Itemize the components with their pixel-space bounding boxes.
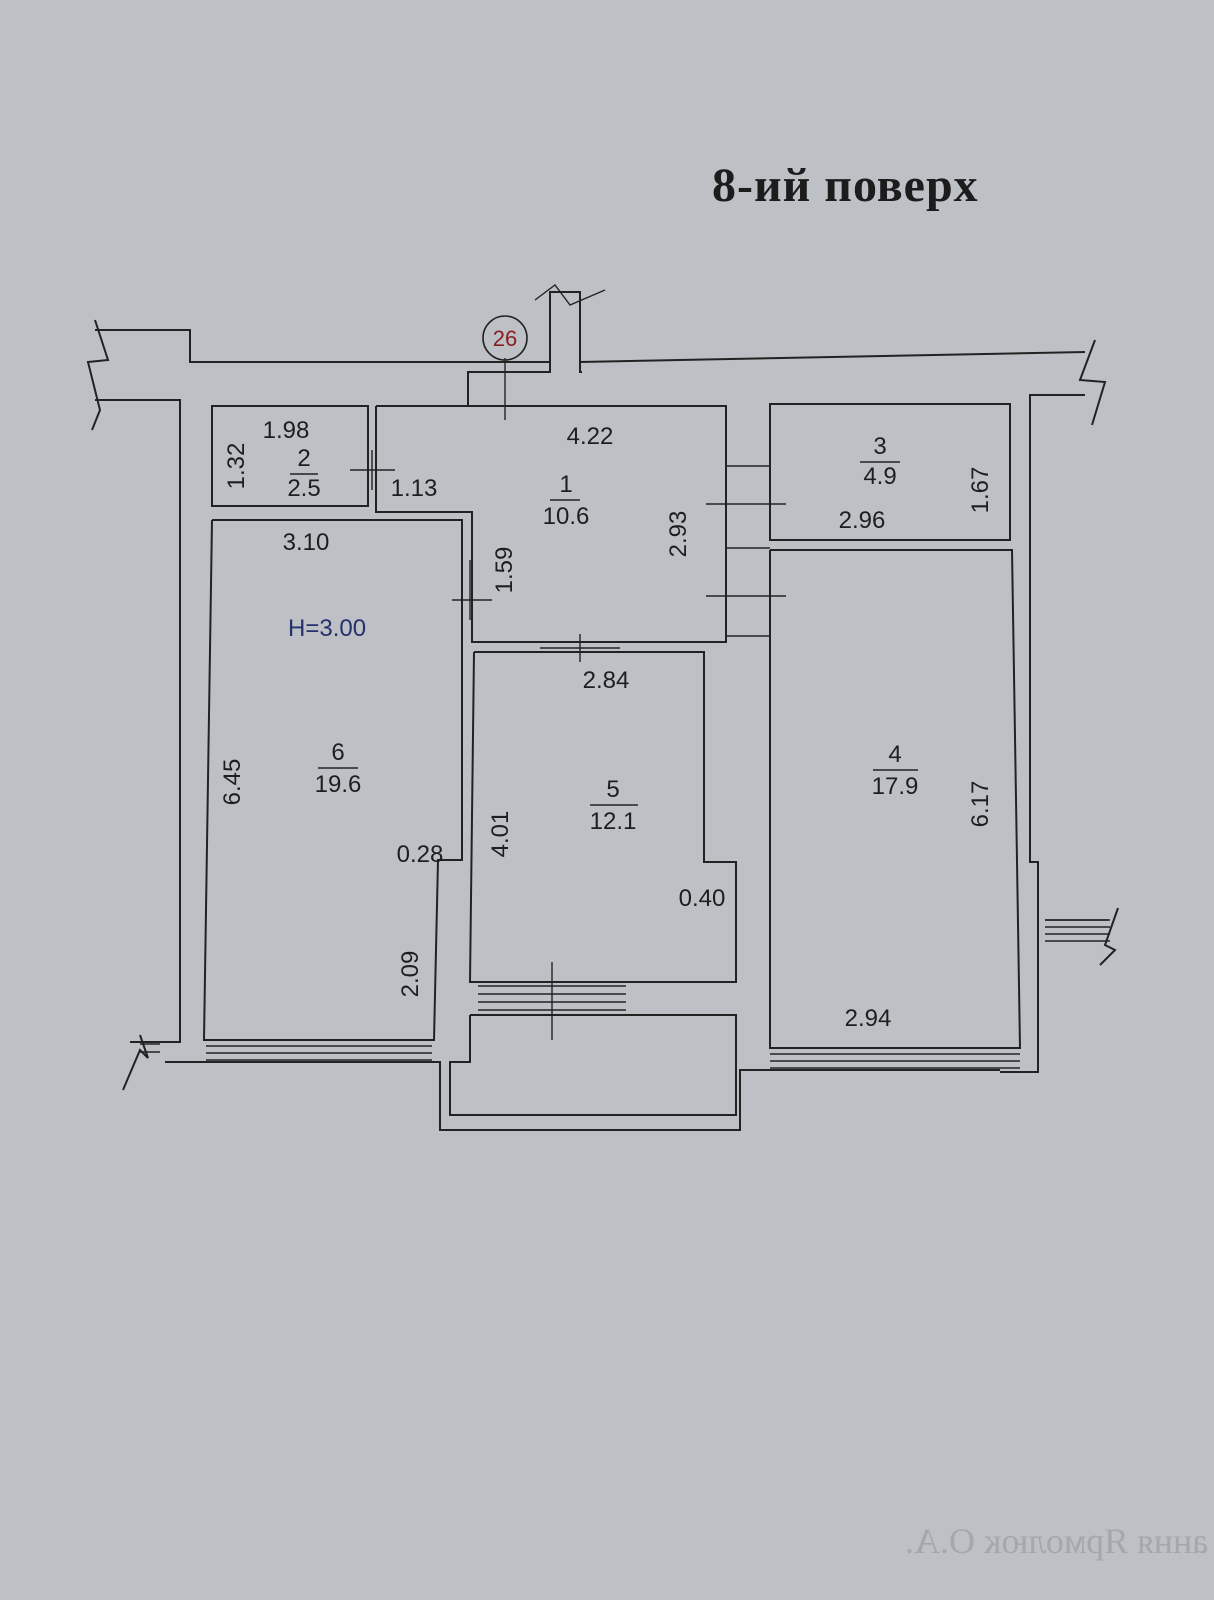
doors	[350, 450, 786, 662]
dim-room6-width: 3.10	[283, 529, 330, 556]
room-4-outline	[769, 549, 1022, 1049]
room-6-area: 19.6	[315, 771, 362, 798]
room-2-outline	[211, 405, 369, 507]
bottom-wall-outer	[165, 1061, 1000, 1131]
dim-room2-width: 1.98	[263, 417, 310, 444]
right-wall-outer	[1000, 394, 1085, 1073]
room-4-area: 17.9	[872, 773, 919, 800]
room-5-area: 12.1	[590, 808, 637, 835]
dim-room6-offset: 0.28	[397, 841, 444, 868]
room-2-number: 2	[297, 445, 310, 472]
dim-room6-depth: 6.45	[219, 759, 246, 806]
dim-room5-offset: 0.40	[679, 885, 726, 912]
room-3-outline	[769, 403, 1011, 541]
top-wall-right-outer	[579, 351, 1086, 363]
break-line-left	[86, 319, 110, 431]
mirrored-bleedthrough-text: ання Ярмолюк О.А.	[905, 1521, 1209, 1561]
room-1-number: 1	[559, 471, 572, 498]
break-line-bottom-left	[122, 1034, 149, 1091]
room-5-outline	[468, 651, 737, 983]
room-3-number: 3	[873, 433, 886, 460]
dim-room6-lower: 2.09	[397, 951, 424, 998]
room-6-outline	[202, 519, 463, 1041]
dim-room1-inner: 1.59	[491, 547, 518, 594]
top-wall-left-outer	[95, 329, 550, 363]
dim-room4-width: 2.94	[845, 1005, 892, 1032]
room-1-area: 10.6	[543, 503, 590, 530]
dim-room5-depth: 4.01	[487, 811, 514, 858]
axis-marker-label: 26	[493, 326, 517, 351]
balcony-outline	[449, 1014, 737, 1116]
room-4-number: 4	[888, 741, 901, 768]
dim-room3-depth: 1.67	[967, 467, 994, 514]
floor-title: 8-ий поверх	[712, 159, 979, 212]
dim-room5-width: 2.84	[583, 667, 630, 694]
dim-room1-width: 4.22	[567, 423, 614, 450]
dim-room3-width: 2.96	[839, 507, 886, 534]
break-line-right	[1078, 339, 1107, 426]
area-bars	[290, 461, 918, 806]
room-6-number: 6	[331, 739, 344, 766]
room-5-number: 5	[606, 776, 619, 803]
dim-room1-depth: 2.93	[665, 511, 692, 558]
break-line-right-mid	[1099, 907, 1119, 966]
dim-room1-door: 1.13	[391, 475, 438, 502]
vent-shaft-outline	[467, 291, 582, 405]
outer-walls	[86, 319, 1119, 1131]
dim-room4-depth: 6.17	[967, 781, 994, 828]
left-wall-outer	[95, 399, 181, 1043]
dim-room2-depth: 1.32	[223, 443, 250, 490]
vent-shaft: 26	[467, 284, 606, 420]
vent-break-line	[534, 284, 606, 306]
room-1-outline	[375, 405, 727, 643]
room-2-area: 2.5	[287, 475, 320, 502]
windows	[206, 962, 1020, 1069]
ceiling-height-note: H=3.00	[288, 615, 366, 642]
room-3-area: 4.9	[863, 463, 896, 490]
axis-marker-circle	[482, 315, 528, 361]
